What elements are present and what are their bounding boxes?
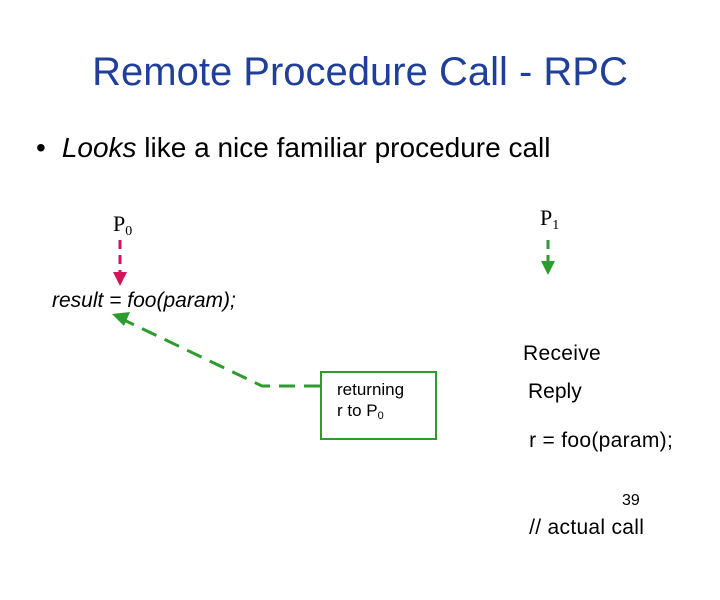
p1-receive-arrow-head xyxy=(541,261,555,275)
return-box: returning r to P0 xyxy=(320,371,437,440)
p1-subscript: 1 xyxy=(552,218,560,233)
process-p1-label: P1 xyxy=(540,205,559,234)
page-number: 39 xyxy=(622,492,640,509)
server-code: Receive r = foo(param); // actual call xyxy=(523,281,673,600)
return-subscript: 0 xyxy=(377,410,384,422)
server-line-comment: // actual call xyxy=(523,516,645,539)
slide: Remote Procedure Call - RPC • Looks like … xyxy=(36,50,673,539)
server-reply: Reply xyxy=(528,380,582,403)
bullet-text: like a nice familiar procedure call xyxy=(136,132,551,163)
return-arrow-shaft xyxy=(123,318,320,388)
server-line-receive: Receive xyxy=(523,342,601,365)
bullet-point: • Looks like a nice familiar procedure ca… xyxy=(36,132,551,164)
p1-base: P xyxy=(540,205,553,230)
return-line-2: r to P0 xyxy=(337,400,435,427)
bullet-emphasis: Looks xyxy=(61,132,137,163)
return-line-1: returning xyxy=(337,380,405,399)
caller-code: result = foo(param); xyxy=(52,289,236,312)
p0-subscript: 0 xyxy=(125,224,133,239)
slide-title: Remote Procedure Call - RPC xyxy=(92,50,628,94)
bullet-marker: • xyxy=(36,132,46,163)
p0-call-arrow-head xyxy=(113,272,127,286)
p0-base: P xyxy=(113,211,126,236)
process-p0-label: P0 xyxy=(113,211,132,240)
return-line-2-text: r to P xyxy=(337,401,378,420)
return-arrow-head xyxy=(112,312,130,326)
arrows-layer xyxy=(112,240,555,388)
server-line-call: r = foo(param); xyxy=(523,429,674,452)
